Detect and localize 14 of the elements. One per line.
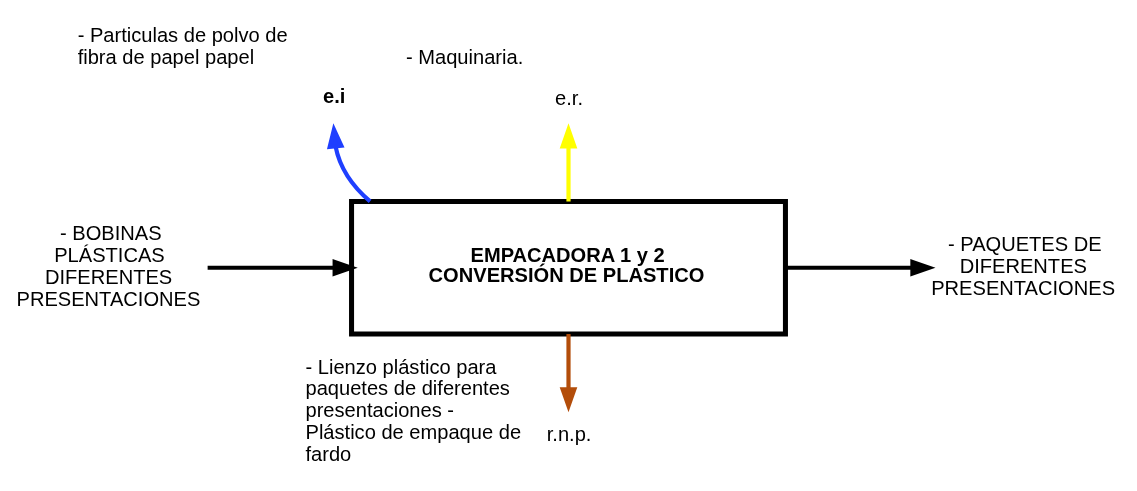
arrow <box>559 333 578 412</box>
node-label: - Maquinaria. <box>406 45 524 68</box>
node-text: r.n.p. <box>546 422 592 445</box>
arrow <box>785 258 936 277</box>
node-text: e.r. <box>555 86 584 109</box>
node-text: - PAQUETES DE DIFERENTES PRESENTACIONES <box>931 232 1116 299</box>
node-label: - Particulas de polvo de fibra de papel papel <box>77 23 288 68</box>
node-box: EMPACADORA 1 y 2 CONVERSIÓN DE PLASTICO <box>349 198 788 336</box>
arrow <box>559 122 578 201</box>
node-text: e.i <box>323 84 346 107</box>
node-text: - BOBINAS PLÁSTICAS DIFERENTES PRESENTACIONES <box>16 221 201 310</box>
arrow <box>326 122 372 203</box>
arrow <box>207 258 358 277</box>
node-label: - Lienzo plástico para paquetes de diferentes presentaciones - Plástico de empaque de fardo <box>305 354 522 465</box>
